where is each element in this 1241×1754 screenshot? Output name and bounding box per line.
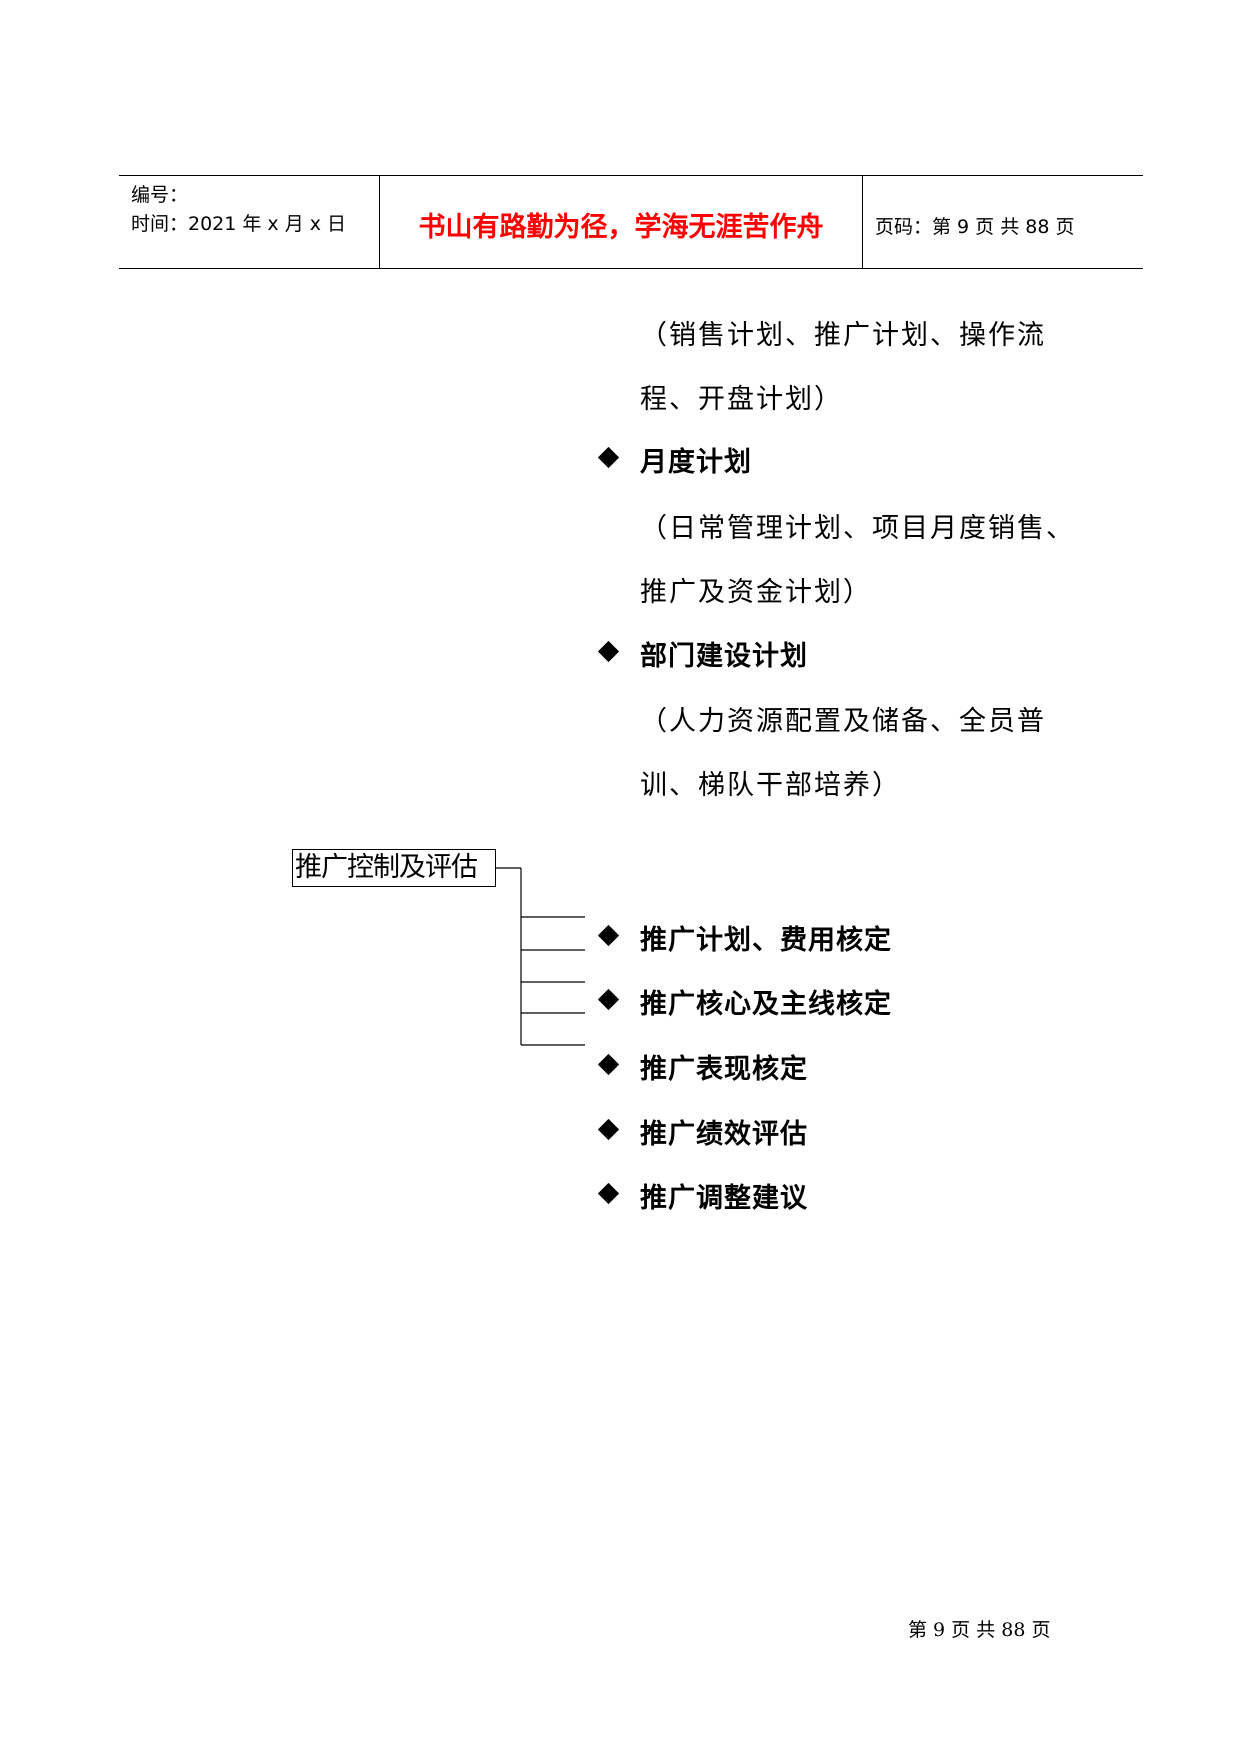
sales-plan-description-line2: 程、开盘计划） [640, 384, 843, 415]
sales-plan-description-line1: （销售计划、推广计划、操作流 [640, 320, 1046, 351]
list-item-label: 部门建设计划 [640, 641, 808, 672]
control-evaluation-box: 推广控制及评估 [292, 849, 496, 887]
page-footer: 第 9 页 共 88 页 [908, 1619, 1051, 1641]
monthly-plan-description-line2: 推广及资金计划） [640, 577, 872, 608]
header-motto: 书山有路勤为径，学海无涯苦作舟 [418, 212, 824, 243]
document-time-label: 时间：2021 年 x 月 x 日 [131, 213, 347, 235]
document-number-label: 编号： [131, 184, 189, 206]
page-header: 编号： 时间：2021 年 x 月 x 日 书山有路勤为径，学海无涯苦作舟 页码… [119, 175, 1143, 269]
header-motto-cell: 书山有路勤为径，学海无涯苦作舟 [379, 176, 863, 268]
list-item-label: 推广计划、费用核定 [640, 925, 892, 956]
header-page-cell: 页码：第 9 页 共 88 页 [863, 176, 1143, 268]
header-page-info: 页码：第 9 页 共 88 页 [875, 216, 1075, 238]
list-item-label: 推广绩效评估 [640, 1119, 808, 1150]
list-item-label: 推广调整建议 [640, 1183, 808, 1214]
department-plan-description-line1: （人力资源配置及储备、全员普 [640, 706, 1046, 737]
monthly-plan-description-line1: （日常管理计划、项目月度销售、 [640, 513, 1075, 544]
list-item-label: 推广表现核定 [640, 1054, 808, 1085]
department-plan-description-line2: 训、梯队干部培养） [640, 770, 901, 801]
list-item-label: 推广核心及主线核定 [640, 989, 892, 1020]
list-item-label: 月度计划 [640, 447, 752, 478]
header-meta-cell: 编号： 时间：2021 年 x 月 x 日 [119, 176, 379, 268]
